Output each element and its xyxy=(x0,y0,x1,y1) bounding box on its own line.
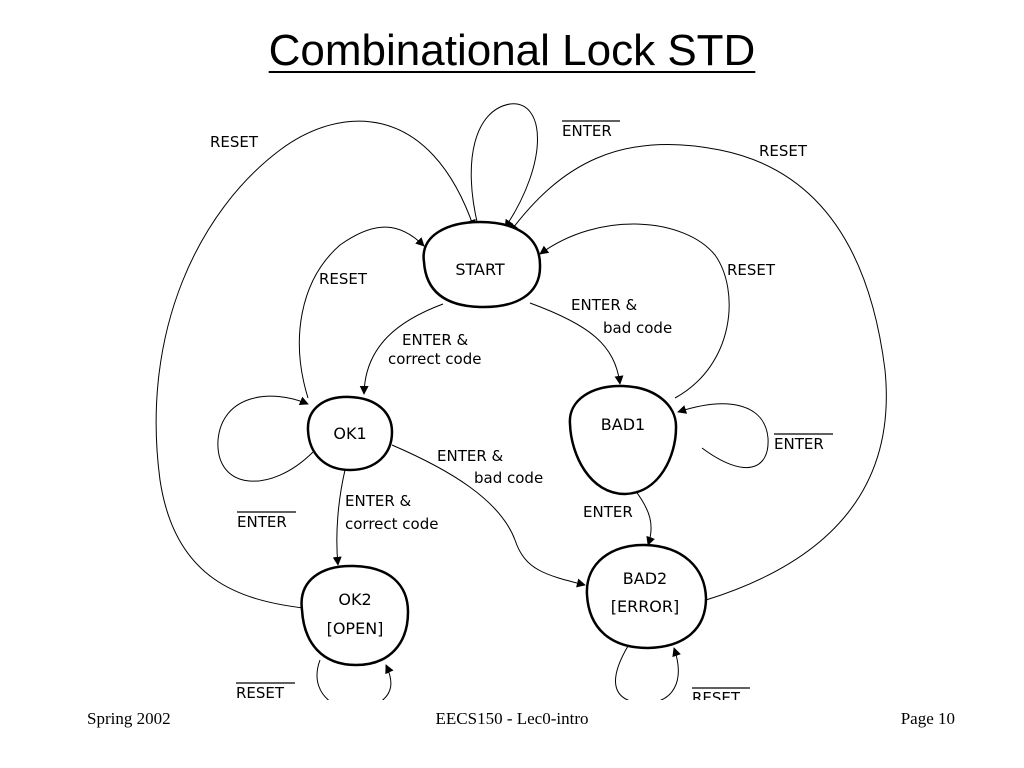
transition-bad1-self-loop xyxy=(677,403,769,468)
state-ok2-node xyxy=(300,564,410,667)
label-enter-bad-2-line1: ENTER & xyxy=(437,447,504,465)
state-bad1-node xyxy=(568,384,678,496)
label-enter-correct-2-line1: ENTER & xyxy=(345,492,412,510)
transition-ok1-self-loop xyxy=(217,395,314,482)
footer-date: Spring 2002 xyxy=(87,709,171,728)
label-not-enter-ok1: ENTER xyxy=(237,513,287,531)
state-bad1-label: BAD1 xyxy=(601,415,645,434)
label-not-reset-bad2: RESET xyxy=(692,689,741,700)
state-ok1-label: OK1 xyxy=(333,424,366,443)
label-reset-top-left: RESET xyxy=(210,133,259,151)
label-enter-bad-1-line2: bad code xyxy=(603,319,672,337)
label-not-enter-start: ENTER xyxy=(562,122,612,140)
transition-ok1-to-ok2 xyxy=(332,469,346,566)
label-not-enter-bad1: ENTER xyxy=(774,435,824,453)
label-enter-bad1-to-bad2: ENTER xyxy=(583,503,633,521)
label-reset-top-right: RESET xyxy=(759,142,808,160)
slide-title: Combinational Lock STD xyxy=(268,26,756,75)
transition-bad1-reset-to-start xyxy=(539,223,730,399)
transition-ok1-to-bad2 xyxy=(391,444,586,588)
state-transition-diagram: START OK1 BAD1 OK2 [OPEN] BAD2 [ERROR] R… xyxy=(155,103,887,700)
footer-course: EECS150 - Lec0-intro xyxy=(435,709,589,728)
label-reset-inner-right: RESET xyxy=(727,261,776,279)
state-bad2-label: BAD2 xyxy=(623,569,667,588)
state-ok2-label: OK2 xyxy=(338,590,371,609)
state-bad2-node xyxy=(585,543,708,650)
label-reset-inner-left: RESET xyxy=(319,270,368,288)
state-start-label: START xyxy=(455,260,505,279)
state-start-node xyxy=(422,220,542,309)
label-enter-correct-2-line2: correct code xyxy=(345,515,438,533)
transition-start-to-bad1 xyxy=(529,302,624,385)
transition-start-to-ok1 xyxy=(359,303,444,395)
transition-ok1-reset-to-start xyxy=(298,226,425,399)
transition-ok2-self-loop xyxy=(316,659,394,700)
label-enter-bad-2-line2: bad code xyxy=(474,469,543,487)
label-enter-correct-1-line2: correct code xyxy=(388,350,481,368)
label-enter-bad-1-line1: ENTER & xyxy=(571,296,638,314)
state-ok1-node xyxy=(306,395,394,472)
transition-ok2-reset-to-start xyxy=(155,120,476,609)
transition-bad2-reset-to-start xyxy=(509,143,887,601)
label-not-reset-ok2: RESET xyxy=(236,684,285,700)
footer-page-number: Page 10 xyxy=(900,709,955,728)
transition-bad1-to-bad2 xyxy=(634,489,655,546)
transition-bad2-self-loop xyxy=(615,645,681,700)
label-enter-correct-1-line1: ENTER & xyxy=(402,331,469,349)
state-ok2-output: [OPEN] xyxy=(327,619,384,638)
state-bad2-output: [ERROR] xyxy=(611,597,680,616)
transition-start-self-loop xyxy=(470,103,538,229)
